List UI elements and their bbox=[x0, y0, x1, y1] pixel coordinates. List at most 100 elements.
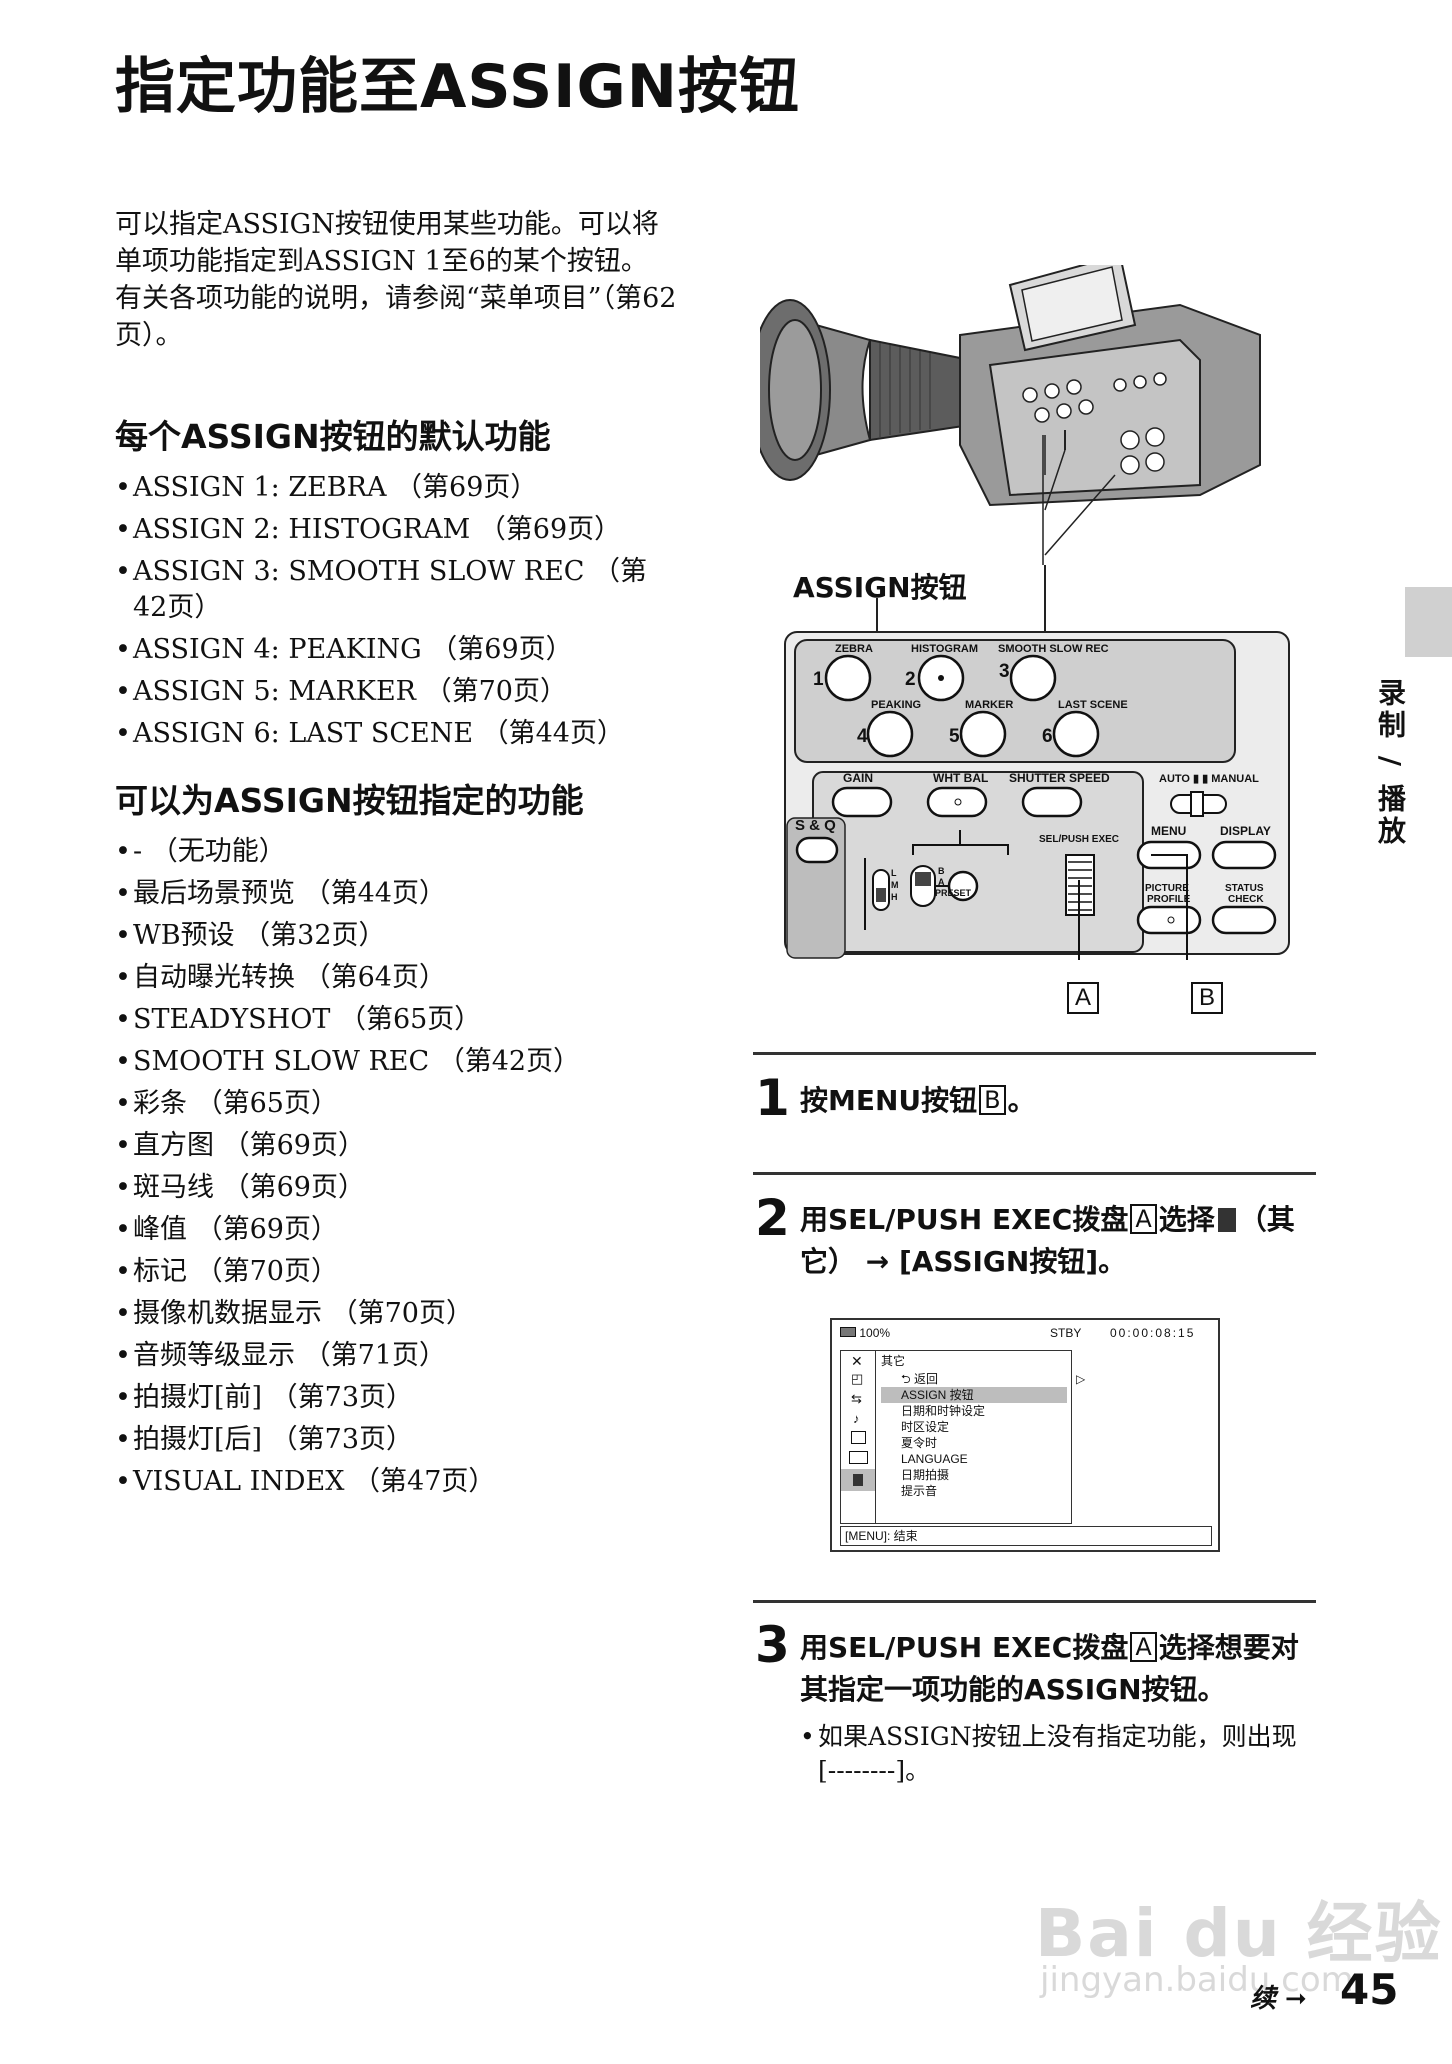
label-n3: 3 bbox=[999, 661, 1010, 682]
menu-item[interactable]: 夏令时 bbox=[901, 1436, 938, 1450]
screen-footer: [MENU]: 结束 bbox=[840, 1526, 1212, 1546]
shutter-speed-button bbox=[1021, 786, 1083, 818]
label-display: DISPLAY bbox=[1220, 824, 1271, 838]
step-number: 3 bbox=[755, 1616, 790, 1674]
label-n5: 5 bbox=[949, 726, 960, 747]
menu-title: 其它 bbox=[881, 1354, 906, 1368]
page-title: 指定功能至ASSIGN按钮 bbox=[115, 52, 800, 122]
label-m: M bbox=[891, 880, 899, 890]
list-item: STEADYSHOT （第65页） bbox=[115, 1002, 675, 1038]
section-tab bbox=[1405, 587, 1452, 657]
label-h: H bbox=[891, 892, 898, 902]
label-n2: 2 bbox=[905, 669, 916, 690]
intro-paragraph: 有关各项功能的说明，请参阅“菜单项目”（第62页）。 bbox=[115, 283, 677, 351]
step-3-notes: 如果ASSIGN按钮上没有指定功能，则出现[--------]。 bbox=[800, 1720, 1300, 1794]
label-check: CHECK bbox=[1228, 894, 1264, 905]
list-item: 拍摄灯[后] （第73页） bbox=[115, 1422, 675, 1458]
menu-item[interactable]: 日期拍摄 bbox=[901, 1468, 950, 1482]
other-icon bbox=[841, 1469, 875, 1491]
note-item: 如果ASSIGN按钮上没有指定功能，则出现[--------]。 bbox=[800, 1720, 1300, 1788]
list-item: 拍摄灯[前] （第73页） bbox=[115, 1380, 675, 1416]
label-n6: 6 bbox=[1042, 726, 1053, 747]
list-item: ASSIGN 5: MARKER （第70页） bbox=[115, 674, 675, 710]
step-text: 选择想要对其指定一项功能的ASSIGN按钮。 bbox=[800, 1631, 1299, 1706]
camera-illustration bbox=[760, 265, 1261, 565]
list-item: ASSIGN 6: LAST SCENE （第44页） bbox=[115, 716, 675, 752]
close-icon: ✕ bbox=[851, 1353, 863, 1369]
step-text: 选择 bbox=[1158, 1203, 1215, 1236]
continued-label: 续 ➞ bbox=[1250, 1984, 1307, 2014]
step-text: 。 bbox=[1007, 1084, 1036, 1117]
step-divider bbox=[753, 1600, 1316, 1603]
wht-bal-button bbox=[926, 786, 988, 818]
menu-item[interactable]: ⮌ 返回 bbox=[901, 1372, 938, 1386]
section-label: 录制 / 播放 bbox=[1374, 678, 1407, 848]
battery-level: 100% bbox=[859, 1326, 891, 1340]
timecode-icon bbox=[849, 1451, 868, 1464]
swap-icon: ⇆ bbox=[851, 1391, 862, 1406]
status-check-button bbox=[1211, 905, 1277, 935]
control-panel-diagram: ZEBRA HISTOGRAM SMOOTH SLOW REC PEAKING … bbox=[784, 631, 1290, 960]
menu-item-selected[interactable]: ASSIGN 按钮 bbox=[881, 1387, 1067, 1403]
step-text: 用SEL/PUSH EXEC拨盘 bbox=[800, 1203, 1129, 1236]
assign-1-button bbox=[824, 654, 872, 702]
label-gain: GAIN bbox=[843, 771, 873, 785]
picture-profile-button bbox=[1136, 905, 1202, 935]
display-button bbox=[1211, 840, 1277, 870]
label-status: STATUS bbox=[1225, 883, 1264, 894]
step-number: 2 bbox=[755, 1189, 790, 1247]
label-marker: MARKER bbox=[965, 699, 1013, 711]
label-histogram: HISTOGRAM bbox=[911, 643, 978, 655]
label-l: L bbox=[891, 868, 897, 878]
baidu-watermark-url: jingyan.baidu.com bbox=[1040, 1960, 1354, 2000]
label-picture: PICTURE bbox=[1145, 883, 1189, 894]
label-sq: S & Q bbox=[795, 817, 836, 834]
other-menu-icon bbox=[1217, 1208, 1236, 1232]
label-peaking: PEAKING bbox=[871, 699, 921, 711]
intro-paragraph: 可以指定ASSIGN按钮使用某些功能。可以将单项功能指定到ASSIGN 1至6的… bbox=[115, 209, 659, 277]
label-menu: MENU bbox=[1151, 824, 1186, 838]
callout-line bbox=[1044, 565, 1046, 638]
menu-items: ⮌ 返回 ASSIGN 按钮 日期和时钟设定 时区设定 夏令时 LANGUAGE… bbox=[881, 1371, 1067, 1499]
list-item: 彩条 （第65页） bbox=[115, 1086, 675, 1122]
step-divider bbox=[753, 1052, 1316, 1055]
screen-status-bar: 100% STBY 00:00:08:15 bbox=[840, 1326, 1210, 1344]
menu-item[interactable]: 提示音 bbox=[901, 1484, 938, 1498]
sq-button-face bbox=[795, 836, 839, 864]
menu-icon-column: ✕ ◰ ⇆ ♪ bbox=[841, 1351, 876, 1523]
intro-text: 可以指定ASSIGN按钮使用某些功能。可以将单项功能指定到ASSIGN 1至6的… bbox=[115, 206, 685, 354]
list-item: 自动曝光转换 （第64页） bbox=[115, 960, 675, 996]
step-text: （其它） → [ASSIGN按钮]。 bbox=[800, 1203, 1295, 1278]
page-number: 45 bbox=[1340, 1965, 1399, 2014]
box-b-label: B bbox=[979, 1085, 1006, 1115]
menu-item[interactable]: LANGUAGE bbox=[901, 1452, 968, 1466]
label-zebra: ZEBRA bbox=[835, 643, 873, 655]
list-item: 直方图 （第69页） bbox=[115, 1128, 675, 1164]
box-a-label: A bbox=[1130, 1632, 1157, 1662]
battery-icon bbox=[840, 1327, 856, 1337]
callout-line bbox=[876, 598, 878, 638]
assign-button-label: ASSIGN按钮 bbox=[793, 571, 967, 604]
list-item: 音频等级显示 （第71页） bbox=[115, 1338, 675, 1374]
default-list: ASSIGN 1: ZEBRA （第69页） ASSIGN 2: HISTOGR… bbox=[115, 470, 675, 758]
lcd-menu-screen: 100% STBY 00:00:08:15 ✕ ◰ ⇆ ♪ 其它 ⮌ 返回 AS… bbox=[830, 1318, 1220, 1552]
list-item: ASSIGN 4: PEAKING （第69页） bbox=[115, 632, 675, 668]
label-smooth: SMOOTH SLOW REC bbox=[998, 643, 1109, 655]
assignable-heading: 可以为ASSIGN按钮指定的功能 bbox=[115, 781, 584, 820]
step-text: 按MENU按钮 bbox=[800, 1084, 978, 1117]
step-text: 用SEL/PUSH EXEC拨盘 bbox=[800, 1631, 1129, 1664]
assign-3-button bbox=[1009, 654, 1057, 702]
label-a: A bbox=[938, 877, 945, 887]
timecode: 00:00:08:15 bbox=[1110, 1326, 1196, 1340]
list-item: ASSIGN 3: SMOOTH SLOW REC （第42页） bbox=[115, 554, 675, 626]
assign-5-button bbox=[959, 710, 1007, 758]
menu-item[interactable]: 日期和时钟设定 bbox=[901, 1404, 986, 1418]
callout-b: B bbox=[1191, 982, 1223, 1014]
menu-item[interactable]: 时区设定 bbox=[901, 1420, 950, 1434]
baidu-watermark: Bai du 经验 bbox=[1035, 1895, 1443, 1972]
list-item: ASSIGN 2: HISTOGRAM （第69页） bbox=[115, 512, 675, 548]
list-item: - （无功能） bbox=[115, 834, 675, 870]
label-n1: 1 bbox=[813, 669, 824, 690]
step-number: 1 bbox=[755, 1069, 790, 1127]
